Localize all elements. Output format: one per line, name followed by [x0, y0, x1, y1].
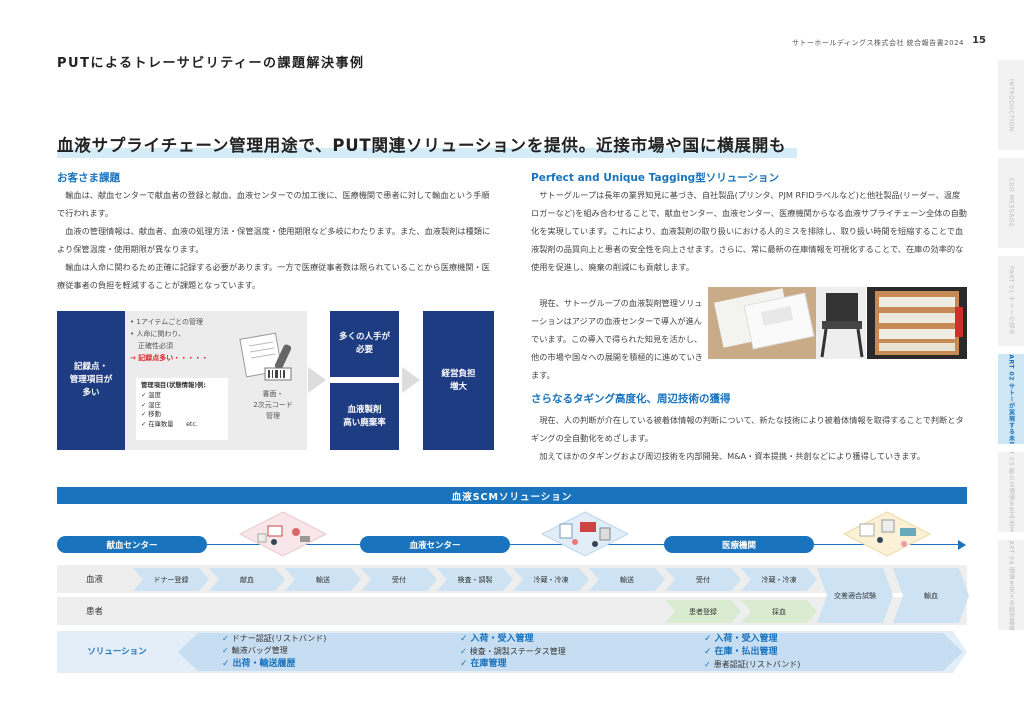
check-icon: ✓	[460, 647, 467, 656]
page-number: 15	[972, 35, 986, 46]
solution-dispense: ✓在庫・払出管理	[704, 647, 778, 657]
mgmt-item: ✓ 在庫数量 etc.	[141, 421, 198, 428]
clipboard-scanner-icon	[239, 332, 292, 381]
main-headline: 血液サプライチェーン管理用途で、PUT関連ソリューションを提供。近接市場や国に横…	[57, 132, 797, 158]
check-icon: ✓	[222, 634, 229, 643]
advanced-tagging-title: さらなるタギング高度化、周辺技術の獲得	[531, 393, 731, 405]
step-receive-2: 受付	[665, 568, 741, 591]
issue-paragraph-3: 輸血は人命に関わるため正確に記録する必要があります。一方で医療従事者数は限られて…	[57, 262, 490, 290]
customer-issue-title: お客さま課題	[57, 172, 120, 184]
issue-paragraph-2: 血液の管理情報は、献血者、血液の処理方法・保管温度・使用期限など多岐にわたります…	[57, 226, 491, 254]
put-solution-title: Perfect and Unique Tagging型ソリューション	[531, 172, 779, 184]
tab-part01[interactable]: PART 01 サトーの強み	[998, 256, 1024, 346]
advanced-paragraph-2: 加えてほかのタギングおよび周辺技術を内部開発、M&A・資本提携・共創などにより獲…	[539, 451, 926, 461]
solution-receiving-2: ✓入荷・受入管理	[704, 634, 778, 644]
solution-test-status: ✓検査・調製ステータス管理	[460, 647, 566, 656]
rfid-reader-photo	[816, 287, 866, 359]
step-refrigeration-1: 冷蔵・冷凍	[513, 568, 589, 591]
step-transport-1: 輸送	[285, 568, 361, 591]
solution-receiving-1: ✓入荷・受入管理	[460, 634, 534, 644]
check-icon: ✓	[460, 659, 468, 669]
tab-ceo-message[interactable]: CEO MESSAGE	[998, 158, 1024, 248]
check-icon: ✓	[222, 659, 230, 669]
step-donor-registration: ドナー登録	[133, 568, 209, 591]
mgmt-item: ✓ 温度	[141, 391, 161, 399]
check-icon: ✓	[222, 646, 229, 655]
stage-blood-center: 血液センター	[360, 536, 510, 553]
bullet-per-item: • 1アイテムごとの管理	[130, 318, 204, 326]
doc-management-label: 書面・ 2次元コード 管理	[253, 390, 293, 420]
mgmt-item: ✓ 湿圧	[141, 401, 161, 409]
check-icon: ✓	[704, 660, 711, 669]
section-title: PUTによるトレーサビリティーの課題解決事例	[57, 56, 365, 71]
solution-patient-auth: ✓患者認証(リストバンド)	[704, 660, 801, 669]
issue-box-waste: 血液製剤 高い廃棄率	[330, 383, 399, 450]
arrow-text: → 記録点多い・・・・・	[130, 354, 209, 362]
advanced-paragraph-1: 現在、人の判断が介在している被着体情報の判断について、新たな技術により被着体情報…	[531, 415, 964, 443]
step-transfusion: 輸血	[893, 568, 969, 623]
step-patient-registration: 患者登録	[665, 600, 741, 623]
patient-row-label: 患者	[85, 607, 103, 617]
solution-shipping-history: ✓出荷・輸送履歴	[222, 659, 296, 669]
flow-arrow-1	[308, 367, 326, 393]
timeline-arrow-icon	[958, 540, 966, 550]
step-blood-sampling: 採血	[741, 600, 817, 623]
put-paragraph-2: 現在、サトーグループの血液製剤管理ソリューションはアジアの血液センターで導入が進…	[531, 298, 703, 380]
blood-center-illustration	[540, 511, 630, 557]
put-paragraph-1: サトーグループは長年の業界知見に基づき、自社製品(プリンタ、PJM RFIDラベ…	[531, 190, 967, 272]
blood-row-label: 血液	[85, 575, 103, 585]
stage-donation-center: 献血センター	[57, 536, 207, 553]
step-testing: 検査・調製	[437, 568, 513, 591]
issue-paragraph-1: 輸血は、献血センターで献血者の登録と献血、血液センターでの加工後に、医療機関で患…	[57, 190, 490, 218]
mgmt-items-title: 管理項目(状態情報)例:	[141, 382, 206, 389]
tab-part03[interactable]: PART 03 新たな価値を生み出す基盤	[998, 452, 1024, 532]
step-refrigeration-2: 冷蔵・冷凍	[741, 568, 817, 591]
blood-bag-photo	[708, 287, 820, 359]
check-icon: ✓	[704, 647, 712, 657]
solution-donor-auth: ✓ドナー認証(リストバンド)	[222, 634, 327, 643]
check-icon: ✓	[704, 634, 712, 644]
mgmt-items-box: 管理項目(状態情報)例: ✓ 温度 ✓ 湿圧 ✓ 移動 ✓ 在庫数量 etc.	[136, 378, 228, 440]
donation-center-illustration	[238, 511, 328, 557]
solutions-label: ソリューション	[87, 647, 147, 657]
tab-part02[interactable]: PART 02 サトーが実現する未来	[998, 354, 1024, 444]
step-transport-2: 輸送	[589, 568, 665, 591]
solution-bag-mgmt: ✓輸液バッグ管理	[222, 646, 288, 655]
scm-banner: 血液SCMソリューション	[57, 487, 967, 504]
bullet-accuracy: • 人命に関わり、 正確性必須	[130, 330, 186, 350]
step-receive-1: 受付	[361, 568, 437, 591]
issue-box-many-points: 記録点・ 管理項目が 多い	[57, 311, 125, 450]
step-crossmatch: 交差適合試験	[817, 568, 893, 623]
solution-inventory: ✓在庫管理	[460, 659, 507, 669]
step-donation: 献血	[209, 568, 285, 591]
issue-box-manpower: 多くの人手が 必要	[330, 311, 399, 377]
flow-arrow-2	[402, 367, 420, 393]
issue-box-burden: 経営負担 増大	[423, 311, 494, 450]
solutions-arrow	[178, 633, 963, 671]
mgmt-item: ✓ 移動	[141, 411, 161, 419]
stage-medical-institution: 医療機関	[664, 536, 814, 553]
blood-storage-photo	[867, 287, 967, 359]
medical-institution-illustration	[842, 511, 932, 557]
header-company: サトーホールディングス株式会社 統合報告書2024	[791, 39, 964, 47]
tab-part04[interactable]: PART 04 価値を支える経営基盤	[998, 540, 1024, 630]
tab-introduction[interactable]: INTRODUCTION	[998, 60, 1024, 150]
check-icon: ✓	[460, 634, 468, 644]
